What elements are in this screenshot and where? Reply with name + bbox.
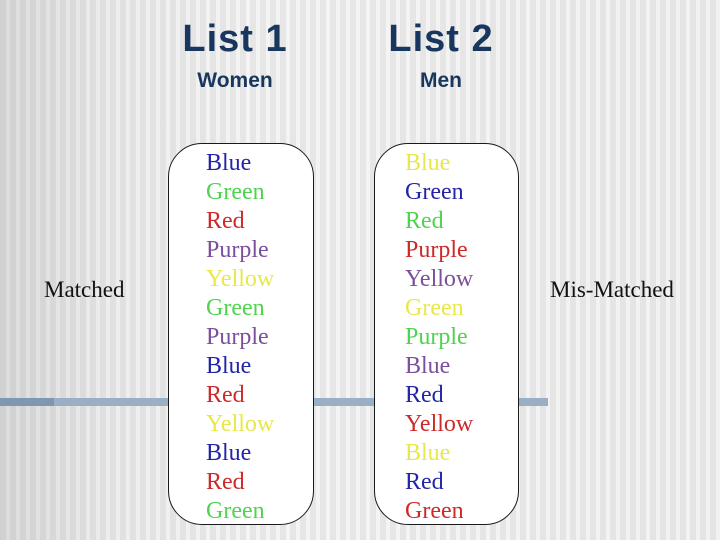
horizontal-divider-bar-left-cap [0,398,54,406]
color-word-green-in-green: Green [206,295,265,321]
color-word-blue-in-yellow: Blue [405,150,451,176]
color-word-yellow-in-red: Yellow [405,411,474,437]
list1-subtitle: Women [197,68,273,92]
color-word-red-in-red: Red [206,469,245,495]
color-word-red-in-green: Red [405,208,444,234]
color-word-purple-in-purple: Purple [206,324,269,350]
color-word-blue-in-blue: Blue [206,150,252,176]
list2-header: List 2 Men [351,18,531,93]
mismatched-label: Mis-Matched [550,277,674,302]
color-word-green-in-green: Green [206,498,265,524]
color-word-purple-in-green: Purple [405,324,468,350]
color-word-red-in-red: Red [206,382,245,408]
color-word-blue-in-purple: Blue [405,353,451,379]
list1-header: List 1 Women [145,18,325,93]
color-word-red-in-red: Red [206,208,245,234]
color-word-yellow-in-yellow: Yellow [206,266,275,292]
color-word-blue-in-yellow: Blue [405,440,451,466]
color-word-red-in-blue: Red [405,469,444,495]
color-word-purple-in-purple: Purple [206,237,269,263]
color-word-yellow-in-purple: Yellow [405,266,474,292]
color-word-green-in-yellow: Green [405,295,464,321]
color-word-green-in-red: Green [405,498,464,524]
list2-subtitle: Men [420,68,462,92]
color-word-red-in-blue: Red [405,382,444,408]
color-word-yellow-in-yellow: Yellow [206,411,275,437]
color-word-green-in-blue: Green [405,179,464,205]
matched-label: Matched [44,277,125,302]
color-word-green-in-green: Green [206,179,265,205]
color-word-purple-in-red: Purple [405,237,468,263]
color-word-blue-in-blue: Blue [206,353,252,379]
list2-title: List 2 [388,18,494,60]
list1-title: List 1 [182,18,288,60]
color-word-blue-in-blue: Blue [206,440,252,466]
